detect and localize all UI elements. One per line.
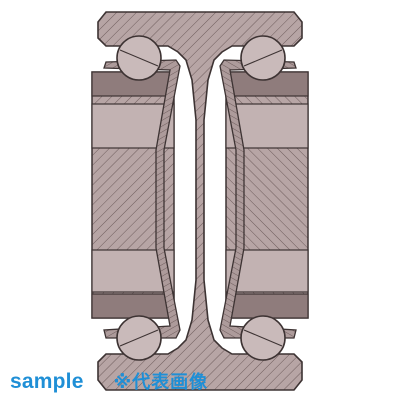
bearing-ball-top-left: [116, 35, 162, 81]
sample-label: sample: [10, 370, 84, 393]
intermediate-member-left: [103, 59, 181, 339]
bearing-ball-bottom-left: [116, 315, 162, 361]
intermediate-member-right: [219, 59, 297, 339]
inner-rail-i-beam: [97, 11, 303, 391]
outer-rail-right: [225, 71, 309, 319]
sample-caption: sample ※代表画像: [0, 371, 208, 400]
bearing-ball-bottom-right: [240, 315, 286, 361]
representative-image-note: ※代表画像: [113, 372, 209, 393]
bearing-ball-top-right: [240, 35, 286, 81]
